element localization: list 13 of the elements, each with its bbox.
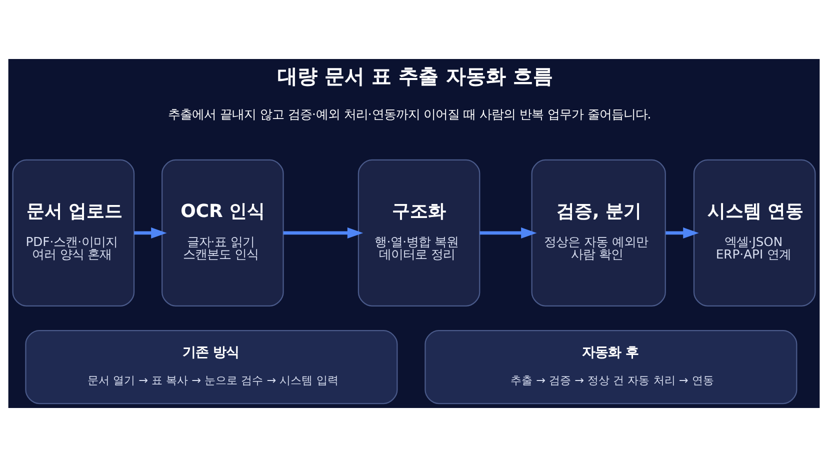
node-box: 자동화 후 추출 → 검증 → 정상 건 자동 처리 → 연동 [424, 330, 798, 404]
node-box: 구조화 행·열·병합 복원 데이터로 정리 [358, 158, 480, 306]
arrow [134, 226, 167, 238]
node-box: 시스템 연동 엑셀·JSON ERP·API 연계 [693, 158, 816, 306]
node-box: 기존 방식 문서 열기 → 표 복사 → 눈으로 검수 → 시스템 입력 [25, 330, 398, 404]
diagram-title: 대량 문서 표 추출 자동화 흐름 [278, 64, 553, 88]
arrow [666, 226, 699, 238]
node-box: 검증, 분기 정상은 자동 예외만 사람 확인 [531, 158, 666, 306]
node-box: 문서 업로드 PDF·스캔·이미지 여러 양식 혼재 [12, 158, 135, 306]
label: 추출에서 끝내지 않고 검증·예외 처리·연동까지 이어질 때 사람의 반복 업무가 줄어듭니다. [168, 106, 652, 121]
arrow [480, 226, 537, 238]
arrow [283, 226, 364, 238]
node-box: OCR 인식 글자·표 읽기 스캔본도 인식 [162, 158, 284, 306]
